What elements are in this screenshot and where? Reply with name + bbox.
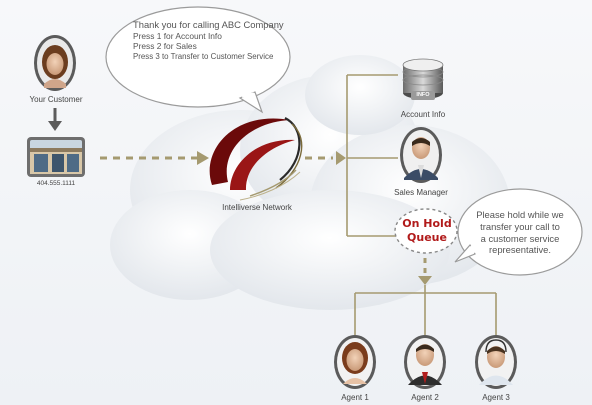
customer-label: Your Customer (29, 95, 83, 104)
database-icon (402, 58, 444, 100)
hold-line-1: Please hold while we (476, 209, 564, 220)
hold-line-3: a customer service (480, 232, 560, 244)
greeting-line-2: Press 1 for Account Info (133, 30, 222, 41)
greeting-line-1: Thank you for calling ABC Company (133, 19, 284, 30)
on-hold-queue-badge (394, 208, 458, 254)
storefront-icon (27, 137, 85, 177)
hold-line-4: representative. (488, 244, 551, 256)
down-arrow-icon (48, 108, 62, 131)
network-logo-icon (209, 117, 303, 201)
arrow-to-departments (305, 151, 346, 165)
department-connectors (346, 74, 398, 237)
agent-1-label: Agent 1 (341, 393, 369, 402)
on-hold-queue-text: On Hold Queue (393, 217, 461, 245)
agent-3-avatar (475, 335, 517, 389)
arrow-to-network (100, 151, 209, 165)
agent-3-label: Agent 3 (482, 393, 510, 402)
greeting-line-4: Press 3 to Transfer to Customer Service (133, 51, 274, 61)
greeting-message: Thank you for calling ABC Company Press … (133, 19, 285, 62)
network-cloud (110, 55, 510, 310)
sales-manager-avatar (400, 127, 442, 183)
agent-2-avatar (404, 335, 446, 389)
greeting-bubble (105, 6, 291, 114)
network-label: Intelliverse Network (222, 203, 292, 212)
hold-message: Please hold while we transfer your call … (468, 209, 572, 256)
hold-queue-line-1: On Hold (402, 217, 452, 230)
hold-queue-line-2: Queue (407, 230, 447, 244)
phone-number-label: 404.555.1111 (36, 180, 76, 187)
db-tag-label: INFO (416, 92, 430, 98)
hold-line-2: transfer your call to (480, 220, 560, 232)
greeting-line-3: Press 2 for Sales (133, 41, 197, 52)
account-info-label: Account Info (400, 110, 446, 119)
arrow-to-agents (418, 258, 432, 285)
agent-connectors (354, 285, 497, 335)
sales-manager-label: Sales Manager (394, 188, 448, 197)
agent-1-avatar (334, 335, 376, 389)
agent-2-label: Agent 2 (411, 393, 439, 402)
hold-message-bubble (454, 188, 583, 276)
customer-avatar (34, 35, 76, 91)
